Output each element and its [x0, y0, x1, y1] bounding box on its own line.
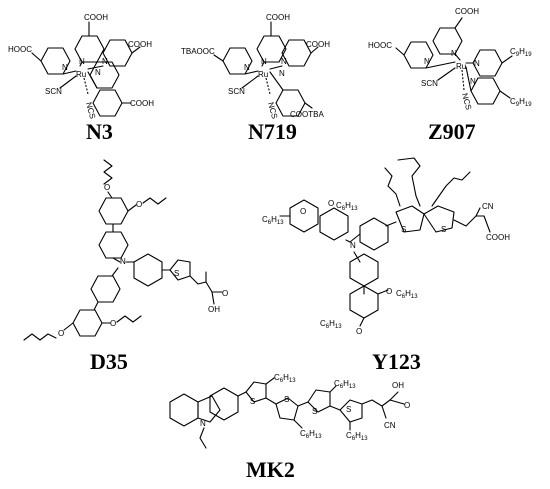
y123-o-bottom: O: [356, 327, 362, 336]
y123-c6h13-ur: C6H13: [336, 201, 358, 212]
n3-n-atom-3: N: [95, 68, 101, 77]
mk2-s-atom-4: S: [346, 405, 351, 414]
n719-cooh-right: COOH: [306, 40, 330, 49]
mk2-s-atom-2: S: [284, 395, 289, 404]
y123-c6h13-ul: C6H13: [262, 215, 284, 226]
d35-o-atom-2: O: [136, 200, 142, 209]
n719-scn: SCN: [228, 87, 245, 96]
n719-cootba: COOTBA: [290, 110, 324, 119]
y123-o-ur: O: [328, 199, 334, 208]
d35-structure: O O N S OH O O O D35: [23, 159, 228, 374]
z907-n-atom-1: N: [451, 49, 457, 58]
n719-label: N719: [248, 119, 297, 144]
y123-label: Y123: [372, 349, 421, 374]
d35-label: D35: [90, 349, 128, 374]
n3-cooh-bottom: COOH: [130, 99, 154, 108]
n3-structure: Ru N N N N COOH HOOC COOH COOH SCN NCS N…: [8, 13, 154, 144]
n3-ru-atom: Ru: [76, 70, 86, 79]
n719-n-atom-3: N: [279, 69, 285, 78]
z907-scn: SCN: [421, 79, 438, 88]
mk2-s-atom-1: S: [250, 397, 255, 406]
d35-o-atom-5: O: [58, 329, 64, 338]
y123-structure: S S CN COOH N C6H13 O C6H13 O O C6H13 O …: [262, 157, 510, 374]
n719-n-atom-2: N: [244, 63, 250, 72]
mk2-structure: N S C6H13 S C6H13 S C6H13 S C6H13 CN OH …: [169, 373, 410, 482]
d35-o-atom-3: O: [222, 289, 228, 298]
mk2-n-atom: N: [200, 419, 206, 428]
n3-scn: SCN: [45, 87, 62, 96]
n3-cooh-right: COOH: [128, 40, 152, 49]
n719-structure: Ru N N N N COOH TBAOOC COOH COOTBA SCN N…: [181, 13, 330, 144]
mk2-oh: OH: [392, 381, 404, 390]
z907-n-atom-2: N: [424, 57, 430, 66]
y123-c6h13-lr: C6H13: [396, 289, 418, 300]
n719-tbaooc: TBAOOC: [181, 47, 215, 56]
mk2-c6h13-1: C6H13: [274, 373, 296, 384]
mk2-label: MK2: [246, 457, 295, 482]
n719-n-atom-4: N: [281, 57, 287, 66]
n3-label: N3: [86, 119, 113, 144]
y123-cooh: COOH: [486, 233, 510, 242]
n3-n-atom-1: N: [79, 57, 85, 66]
z907-label: Z907: [428, 119, 476, 144]
y123-s-atom-2: S: [441, 225, 446, 234]
mk2-cn: CN: [384, 421, 396, 430]
z907-c9h19-bottom: C9H19: [510, 97, 532, 108]
n3-n-atom-2: N: [62, 63, 68, 72]
y123-c6h13-bottom: C6H13: [320, 319, 342, 330]
n3-ncs: NCS: [84, 101, 97, 120]
z907-hooc-left: HOOC: [368, 41, 392, 50]
n719-cooh-top: COOH: [266, 13, 290, 22]
mk2-o-atom: O: [404, 401, 410, 410]
z907-c9h19-top: C9H19: [510, 47, 532, 58]
y123-s-atom-1: S: [401, 225, 406, 234]
y123-cn: CN: [482, 202, 494, 211]
n719-n-atom-1: N: [261, 57, 267, 66]
y123-o-ul: O: [300, 207, 306, 216]
z907-n-atom-3: N: [474, 59, 480, 68]
n3-n-atom-4: N: [102, 57, 108, 66]
z907-ru-atom: Ru: [456, 62, 466, 71]
d35-n-atom: N: [120, 257, 126, 266]
d35-oh: OH: [208, 305, 220, 314]
n3-cooh-top: COOH: [84, 13, 108, 22]
z907-n-atom-4: N: [470, 77, 476, 86]
mk2-c6h13-2: C6H13: [300, 429, 322, 440]
z907-cooh-top: COOH: [455, 7, 479, 16]
y123-o-lr: O: [386, 287, 392, 296]
n719-ru-atom: Ru: [258, 70, 268, 79]
n719-ncs: NCS: [266, 101, 279, 120]
d35-o-atom-4: O: [110, 319, 116, 328]
z907-structure: Ru N N N N COOH HOOC C9H19 C9H19 SCN NCS…: [368, 7, 532, 144]
n3-hooc-left: HOOC: [8, 45, 32, 54]
z907-ncs: NCS: [460, 92, 473, 111]
mk2-c6h13-3: C6H13: [334, 379, 356, 390]
mk2-s-atom-3: S: [312, 407, 317, 416]
d35-o-atom-1: O: [104, 183, 110, 192]
d35-s-atom: S: [174, 269, 179, 278]
mk2-c6h13-4: C6H13: [346, 431, 368, 442]
y123-n-atom: N: [350, 241, 356, 250]
